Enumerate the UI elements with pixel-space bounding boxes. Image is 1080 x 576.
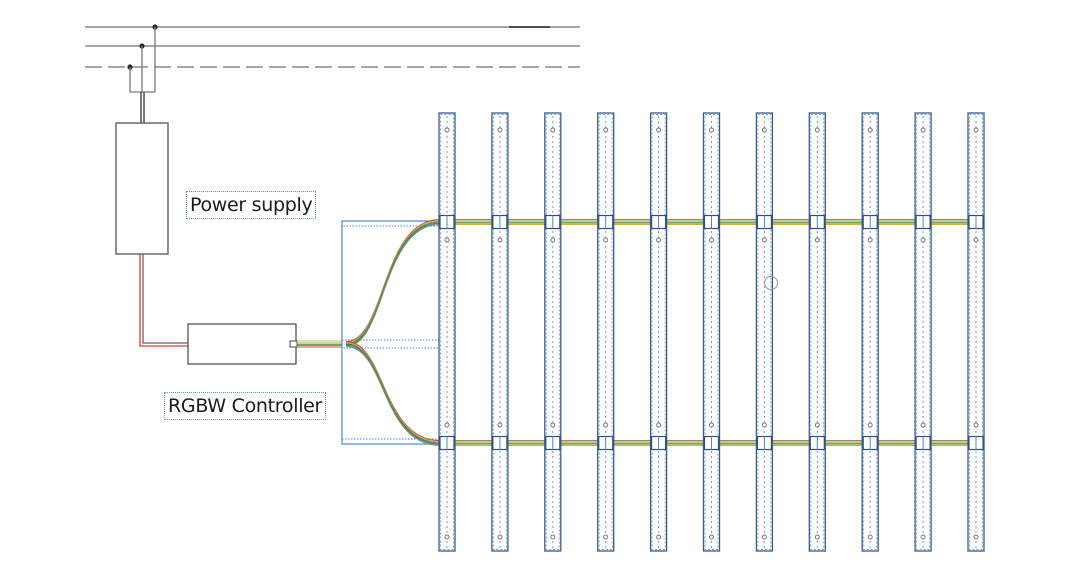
controller-label[interactable]: RGBW Controller bbox=[164, 392, 327, 420]
led-strip[interactable] bbox=[597, 112, 615, 552]
controller-output-port bbox=[289, 340, 298, 348]
led-strip[interactable] bbox=[438, 112, 456, 552]
led-strip[interactable] bbox=[808, 112, 826, 552]
cable-strand bbox=[345, 223, 441, 347]
mounting-hole-icon bbox=[656, 237, 662, 243]
mounting-hole-icon bbox=[550, 422, 556, 428]
power-supply-box[interactable] bbox=[115, 122, 169, 255]
mounting-hole-icon bbox=[656, 534, 662, 540]
led-strips bbox=[438, 112, 985, 552]
mounting-hole-icon bbox=[761, 127, 767, 133]
mounting-hole-icon bbox=[761, 237, 767, 243]
mounting-hole-icon bbox=[709, 127, 714, 133]
mounting-hole-icon bbox=[920, 237, 926, 243]
mounting-hole-icon bbox=[603, 534, 609, 540]
led-strip[interactable] bbox=[649, 112, 668, 552]
cable-strand bbox=[345, 221, 441, 345]
mounting-hole-icon bbox=[709, 237, 714, 243]
mounting-hole-icon bbox=[973, 237, 979, 243]
mounting-hole-icon bbox=[867, 534, 873, 540]
mounting-hole-icon bbox=[814, 127, 820, 133]
splitter-cables bbox=[345, 219, 441, 446]
mounting-hole-icon bbox=[656, 422, 662, 428]
mounting-hole-icon bbox=[920, 422, 926, 428]
mounting-hole-icon bbox=[497, 422, 503, 428]
mounting-hole-icon bbox=[761, 534, 767, 540]
mounting-hole-icon bbox=[973, 422, 979, 428]
led-strip[interactable] bbox=[967, 112, 985, 552]
mounting-hole-icon bbox=[709, 422, 714, 428]
mounting-hole-icon bbox=[867, 237, 873, 243]
mounting-hole-icon bbox=[656, 127, 662, 133]
mounting-hole-icon bbox=[814, 534, 820, 540]
cable-strand bbox=[345, 342, 441, 443]
mounting-hole-icon bbox=[444, 422, 450, 428]
dc-negative-wire bbox=[142, 254, 188, 344]
mounting-hole-icon bbox=[603, 237, 609, 243]
power-supply-label-text: Power supply bbox=[190, 194, 313, 216]
splitter-selection-frame bbox=[341, 220, 441, 445]
mounting-hole-icon bbox=[444, 127, 450, 133]
mounting-hole-icon bbox=[920, 127, 926, 133]
mounting-hole-icon bbox=[867, 127, 873, 133]
mounting-hole-icon bbox=[814, 237, 820, 243]
mounting-hole-icon bbox=[550, 127, 556, 133]
power-supply-label[interactable]: Power supply bbox=[186, 191, 317, 219]
splitter-selection[interactable] bbox=[341, 220, 441, 445]
dc-positive-wire bbox=[139, 254, 188, 347]
mounting-hole-icon bbox=[814, 422, 820, 428]
cursor-marker bbox=[764, 276, 778, 290]
mounting-hole-icon bbox=[603, 422, 609, 428]
led-strip[interactable] bbox=[861, 112, 879, 552]
cable-strand bbox=[345, 343, 441, 444]
mounting-hole-icon bbox=[497, 237, 503, 243]
mounting-hole-icon bbox=[973, 127, 979, 133]
drop-wire-neutral bbox=[129, 67, 143, 93]
mounting-hole-icon bbox=[867, 422, 873, 428]
cable-strand bbox=[345, 220, 441, 344]
cable-strand bbox=[345, 345, 441, 446]
led-strip[interactable] bbox=[755, 112, 774, 552]
drop-wire-phase-1 bbox=[143, 27, 156, 93]
mounting-hole-icon bbox=[603, 127, 609, 133]
mounting-hole-icon bbox=[973, 534, 979, 540]
led-strip[interactable] bbox=[914, 112, 932, 552]
splitter-cable-bottom bbox=[345, 341, 441, 446]
mounting-hole-icon bbox=[920, 534, 926, 540]
mounting-hole-icon bbox=[550, 534, 556, 540]
cable-strand bbox=[345, 222, 441, 346]
controller-output-cable bbox=[297, 340, 342, 348]
mounting-hole-icon bbox=[444, 534, 450, 540]
cable-strand bbox=[345, 219, 441, 343]
dc-power-wires bbox=[139, 254, 188, 347]
cable-strand bbox=[345, 341, 441, 442]
mounting-hole-icon bbox=[709, 534, 714, 540]
led-strip[interactable] bbox=[491, 112, 509, 552]
controller-label-text: RGBW Controller bbox=[168, 395, 323, 417]
mounting-hole-icon bbox=[550, 237, 556, 243]
mains-conductors bbox=[85, 24, 580, 123]
mounting-hole-icon bbox=[444, 237, 450, 243]
mounting-hole-icon bbox=[497, 534, 503, 540]
mounting-hole-icon bbox=[761, 422, 767, 428]
led-strip[interactable] bbox=[544, 112, 562, 552]
cable-strand bbox=[345, 344, 441, 445]
splitter-cable-top bbox=[345, 219, 441, 347]
led-strip[interactable] bbox=[702, 112, 721, 552]
controller-box[interactable] bbox=[187, 323, 297, 365]
mounting-hole-icon bbox=[497, 127, 503, 133]
